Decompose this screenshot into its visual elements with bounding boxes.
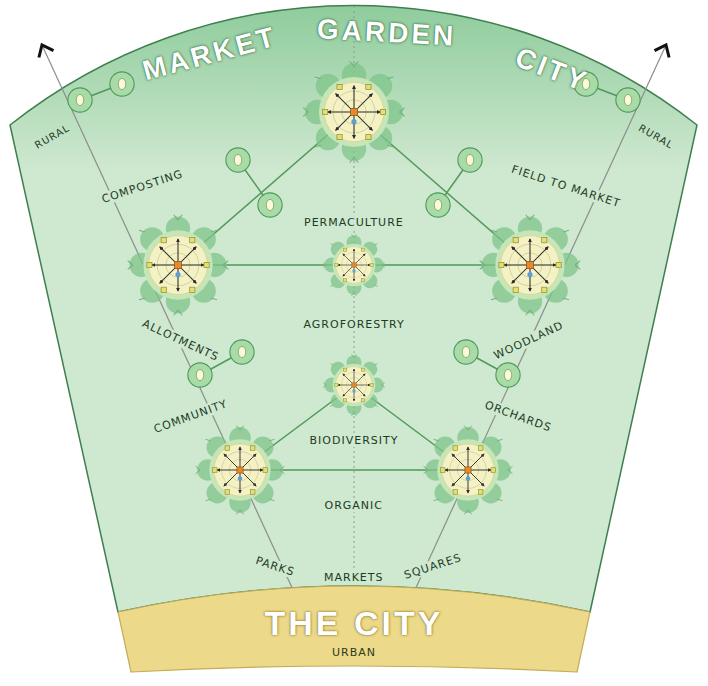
hub-symbol	[303, 61, 405, 163]
plot-symbol	[188, 363, 212, 387]
hub-symbol	[480, 215, 581, 316]
hub-symbol	[323, 354, 385, 416]
theme-label: ORGANIC	[323, 499, 386, 512]
plot-symbol	[496, 363, 520, 387]
hub-symbol	[424, 426, 513, 515]
plot-symbol	[454, 340, 478, 364]
arrow-chevron	[655, 45, 670, 58]
plot-symbol	[258, 193, 282, 217]
hub-symbol	[128, 215, 229, 316]
plot-symbol	[68, 88, 92, 112]
theme-label: BIODIVERSITY	[308, 434, 401, 447]
hub-symbol	[196, 426, 285, 515]
plot-symbol	[230, 340, 254, 364]
plot-symbol	[616, 88, 640, 112]
theme-label: MARKETS	[322, 571, 386, 584]
radial-arrow-line	[408, 45, 666, 605]
city-heading: THE CITY	[265, 604, 444, 642]
arrow-chevron	[39, 45, 54, 58]
garden-sector	[10, 5, 697, 612]
plot-symbol	[426, 193, 450, 217]
theme-label: AGROFORESTRY	[302, 318, 407, 331]
city-band-shape	[118, 586, 590, 672]
zone-label: URBAN	[332, 646, 376, 659]
plot-symbol	[458, 148, 482, 172]
radial-arrow-line	[42, 45, 300, 605]
theme-label: PERMACULTURE	[302, 216, 406, 229]
plot-symbol	[226, 148, 250, 172]
plot-symbol	[110, 72, 134, 96]
hub-symbol	[323, 234, 385, 296]
